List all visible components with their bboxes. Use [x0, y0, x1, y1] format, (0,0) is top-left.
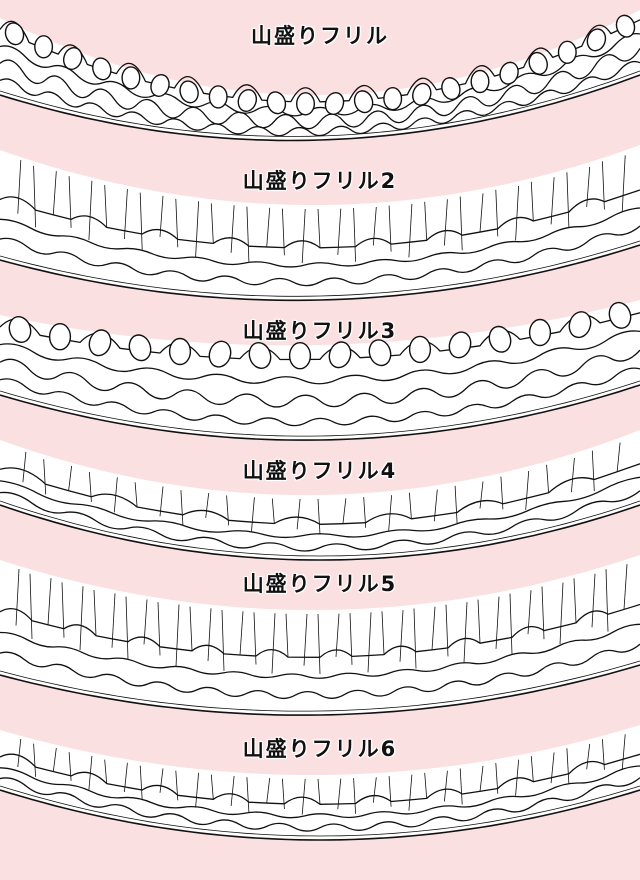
- frill-band-6: [0, 725, 640, 841]
- frill-band-4: [0, 430, 640, 561]
- sample-label-1: 山盛りフリル: [251, 24, 389, 48]
- frill-band-2: [0, 145, 640, 302]
- sample-label-2: 山盛りフリル2: [242, 169, 398, 193]
- sample-label-6: 山盛りフリル6: [242, 737, 398, 761]
- frill-band-5: [0, 555, 640, 716]
- frill-band-3: [0, 300, 640, 441]
- frill-band-1: [0, 10, 640, 142]
- sample-label-5: 山盛りフリル5: [242, 572, 398, 596]
- sample-label-3: 山盛りフリル3: [242, 319, 398, 343]
- sample-label-4: 山盛りフリル4: [242, 459, 398, 483]
